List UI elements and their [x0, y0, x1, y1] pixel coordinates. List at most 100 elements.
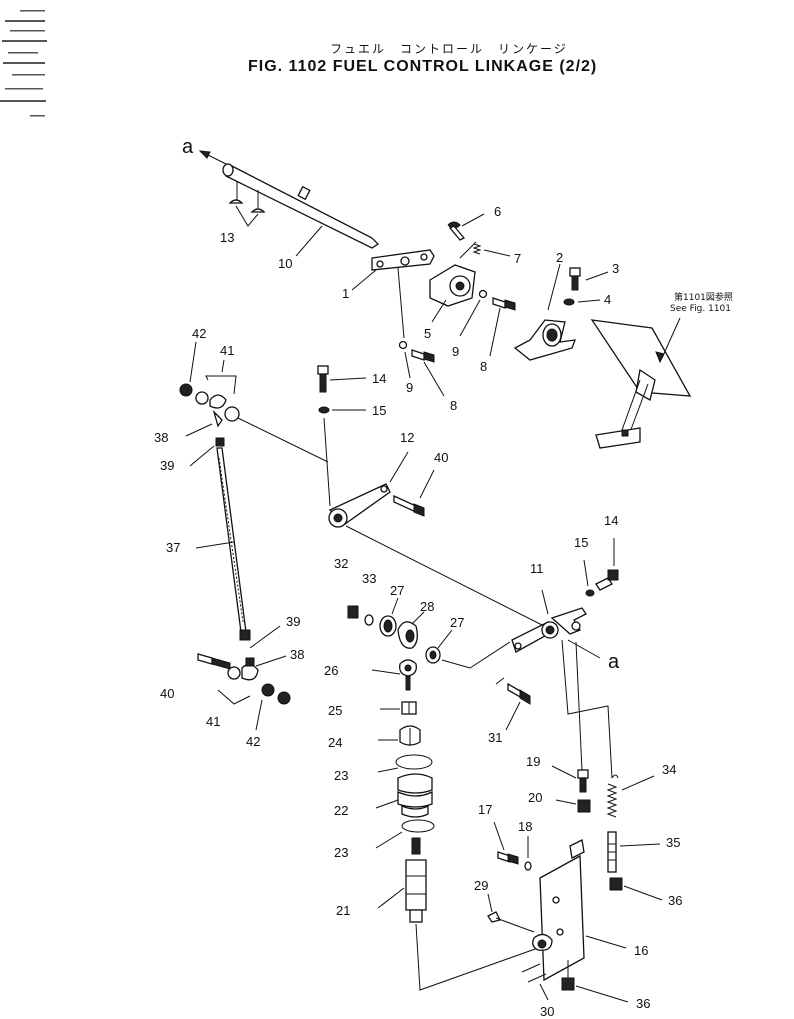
callout-1: 1 — [342, 286, 349, 301]
bracket-16 — [532, 839, 585, 982]
callout-24: 24 — [328, 735, 342, 750]
callout-23b: 23 — [334, 845, 348, 860]
callout-34: 34 — [662, 762, 676, 777]
bolt-3 — [569, 267, 609, 291]
pedal-reference — [590, 317, 692, 449]
callout-31: 31 — [488, 730, 502, 745]
rod-35 — [607, 831, 617, 873]
washer-15b — [583, 559, 595, 597]
callout-9b: 9 — [406, 380, 413, 395]
bushing-28 — [397, 621, 418, 649]
washer-33 — [364, 614, 374, 626]
callout-22: 22 — [334, 803, 348, 818]
bolt-14b — [595, 538, 619, 591]
lever-11 — [511, 607, 587, 653]
callout-39a: 39 — [160, 458, 174, 473]
pillow-block-2 — [513, 319, 576, 361]
nut-36a — [609, 877, 623, 891]
spring-34 — [606, 774, 619, 818]
rod-end-26 — [399, 659, 417, 691]
clip-30 — [521, 963, 549, 1001]
bolt-14a — [317, 365, 367, 393]
bolt-19 — [577, 769, 589, 793]
callout-21: 21 — [336, 903, 350, 918]
nut-25 — [401, 701, 417, 715]
callout-41b: 41 — [206, 714, 220, 729]
callout-41a: 41 — [220, 343, 234, 358]
callout-15a: 15 — [372, 403, 386, 418]
callout-25: 25 — [328, 703, 342, 718]
shaft-10 — [222, 163, 380, 249]
callout-36b: 36 — [636, 996, 650, 1011]
callout-16: 16 — [634, 943, 648, 958]
callout-19: 19 — [526, 754, 540, 769]
arrow-a-top — [198, 150, 227, 165]
callout-26: 26 — [324, 663, 338, 678]
ring-23a — [395, 754, 433, 770]
callout-29: 29 — [474, 878, 488, 893]
callout-3: 3 — [612, 261, 619, 276]
callout-38a: 38 — [154, 430, 168, 445]
bracket-5 — [429, 264, 476, 307]
bushing-27a — [379, 615, 397, 637]
callout-15b: 15 — [574, 535, 588, 550]
callout-2: 2 — [556, 250, 563, 265]
callout-5: 5 — [424, 326, 431, 341]
callout-42b: 42 — [246, 734, 260, 749]
callout-27b: 27 — [450, 615, 464, 630]
spring-6 — [447, 213, 485, 241]
callout-35: 35 — [666, 835, 680, 850]
callout-14b: 14 — [604, 513, 618, 528]
callout-13: 13 — [220, 230, 234, 245]
callout-10: 10 — [278, 256, 292, 271]
callout-8a: 8 — [480, 359, 487, 374]
callout-37: 37 — [166, 540, 180, 555]
callout-4: 4 — [604, 292, 611, 307]
cylinder-21 — [405, 837, 427, 923]
callout-23a: 23 — [334, 768, 348, 783]
washer-9a — [478, 289, 488, 299]
nut-36b — [561, 977, 575, 991]
callout-40a: 40 — [434, 450, 448, 465]
pins-13 — [228, 182, 266, 227]
callout-28: 28 — [420, 599, 434, 614]
washer-4 — [563, 298, 601, 306]
reference-note-jp: 第1101図参照 — [674, 291, 733, 303]
callout-12: 12 — [400, 430, 414, 445]
washer-15a — [318, 406, 366, 414]
bolt-8a — [492, 297, 516, 311]
washer-9b — [398, 340, 408, 350]
ball-joint-top — [179, 375, 240, 447]
callout-11: 11 — [530, 561, 544, 576]
callout-20: 20 — [528, 790, 542, 805]
spring-7 — [459, 241, 511, 259]
callout-30: 30 — [540, 1004, 554, 1019]
callout-6: 6 — [494, 204, 501, 219]
washer-18 — [524, 861, 532, 871]
boot-22 — [397, 773, 433, 818]
callout-17: 17 — [478, 802, 492, 817]
callout-8b: 8 — [450, 398, 457, 413]
plate-1 — [371, 249, 435, 271]
lever-12 — [328, 483, 391, 528]
callout-33: 33 — [362, 571, 376, 586]
bolt-17 — [497, 851, 519, 865]
direction-a-top: a — [182, 136, 194, 158]
callout-27a: 27 — [390, 583, 404, 598]
nut-20 — [577, 799, 591, 813]
direction-a-right: a — [608, 651, 620, 673]
pin-29 — [487, 911, 535, 933]
reference-note-en: See Fig. 1101 — [670, 304, 731, 314]
callout-40b: 40 — [160, 686, 174, 701]
rod-37 — [216, 447, 251, 641]
callout-38b: 38 — [290, 647, 304, 662]
bolt-40a — [393, 469, 435, 517]
ball-joint-bottom — [197, 653, 291, 705]
nut-32 — [347, 605, 359, 619]
callout-42a: 42 — [192, 326, 206, 341]
scan-noise — [0, 10, 47, 117]
callout-9a: 9 — [452, 344, 459, 359]
callout-36a: 36 — [668, 893, 682, 908]
ring-23b — [401, 819, 435, 833]
callout-18: 18 — [518, 819, 532, 834]
